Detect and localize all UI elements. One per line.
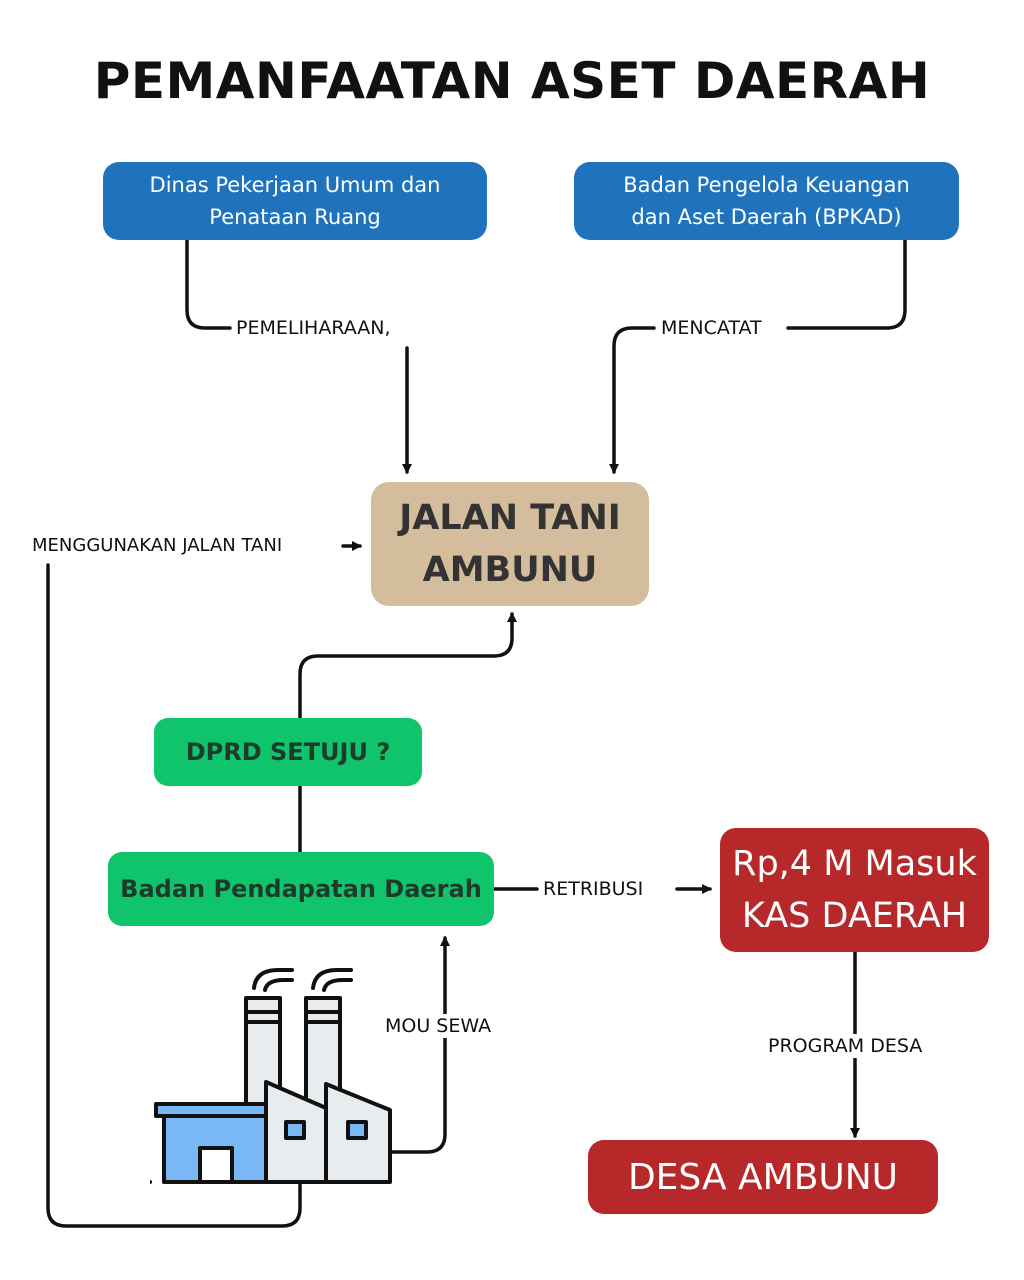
node-bpkad-line2: dan Aset Daerah (BPKAD) [631,205,902,229]
edge-mencatat-line-right [786,238,907,330]
edge-mou-sewa [390,936,450,1154]
node-jalan-tani-line2: AMBUNU [422,550,598,590]
node-kas-daerah[interactable]: Rp,4 M Masuk KAS DAERAH [720,828,989,952]
node-dprd[interactable]: DPRD SETUJU ? [154,718,422,786]
edge-label-pemeliharaan: PEMELIHARAAN, [232,316,395,340]
node-dinas-pu-line2: Penataan Ruang [209,205,381,229]
edge-label-program-desa: PROGRAM DESA [764,1034,927,1058]
edge-label-menggunakan: MENGGUNAKAN JALAN TANI [28,534,287,558]
edge-factory-loop [46,563,302,1228]
edge-pemeliharaan-line [185,238,232,330]
edge-mencatat-line-left [609,326,656,474]
edge-label-mencatat: MENCATAT [657,316,766,340]
node-dinas-pu[interactable]: Dinas Pekerjaan Umum dan Penataan Ruang [103,162,487,240]
node-desa-ambunu[interactable]: DESA AMBUNU [588,1140,938,1214]
edge-label-mou-sewa: MOU SEWA [381,1014,496,1038]
node-jalan-tani-line1: JALAN TANI [399,498,621,538]
node-bpkad-line1: Badan Pengelola Keuangan [623,173,910,197]
node-kas-daerah-line1: Rp,4 M Masuk [732,844,977,884]
node-bpkad[interactable]: Badan Pengelola Keuangan dan Aset Daerah… [574,162,959,240]
edge-dprd-jalan [298,612,517,720]
edge-label-retribusi: RETRIBUSI [539,877,648,901]
node-dinas-pu-line1: Dinas Pekerjaan Umum dan [149,173,441,197]
factory-icon [150,968,392,1184]
node-jalan-tani[interactable]: JALAN TANI AMBUNU [371,482,649,606]
node-kas-daerah-line2: KAS DAERAH [741,896,968,936]
node-bapenda[interactable]: Badan Pendapatan Daerah [108,852,494,926]
page-title: PEMANFAATAN ASET DAERAH [93,52,931,110]
